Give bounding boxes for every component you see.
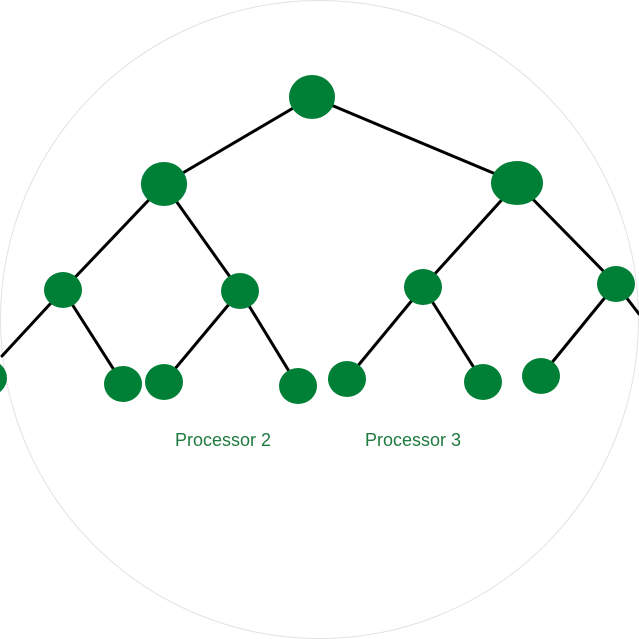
tree-edge-l2a-l3b [61,288,125,386]
tree-node-l1a [141,162,187,206]
tree-node-l2d [597,266,635,302]
tree-edge-l2d-l3g [539,282,618,378]
tree-node-l3f [464,364,502,400]
tree-edge-root-l1a [162,95,314,186]
tree-node-l3b [104,366,142,402]
tree-node-l1b [491,161,543,205]
tree-node-l3c [145,364,183,400]
tree-edge-l2b-l3c [162,289,242,384]
tree-edges [0,95,639,388]
tree-node-l2c [404,269,442,305]
tree-edge-l2c-l3f [421,285,485,384]
tree-node-root [289,75,335,119]
tree-edge-l2b-l3d [238,289,300,388]
tree-node-l2a [44,272,82,308]
processor-2-label: Processor 2 [175,430,272,450]
processor-3-label: Processor 3 [365,430,462,450]
tree-edge-root-l1b [310,95,519,185]
tree-node-offscreen-left [0,364,7,392]
tree-node-l3d [279,368,317,404]
tree-edge-l2c-l3e [345,285,425,381]
tree-node-l3g [522,358,560,394]
tree-node-l3e [328,361,366,397]
tree-edge-l1a-l2a [61,182,166,292]
tree-node-l2b [221,273,259,309]
tree-nodes [0,75,635,404]
